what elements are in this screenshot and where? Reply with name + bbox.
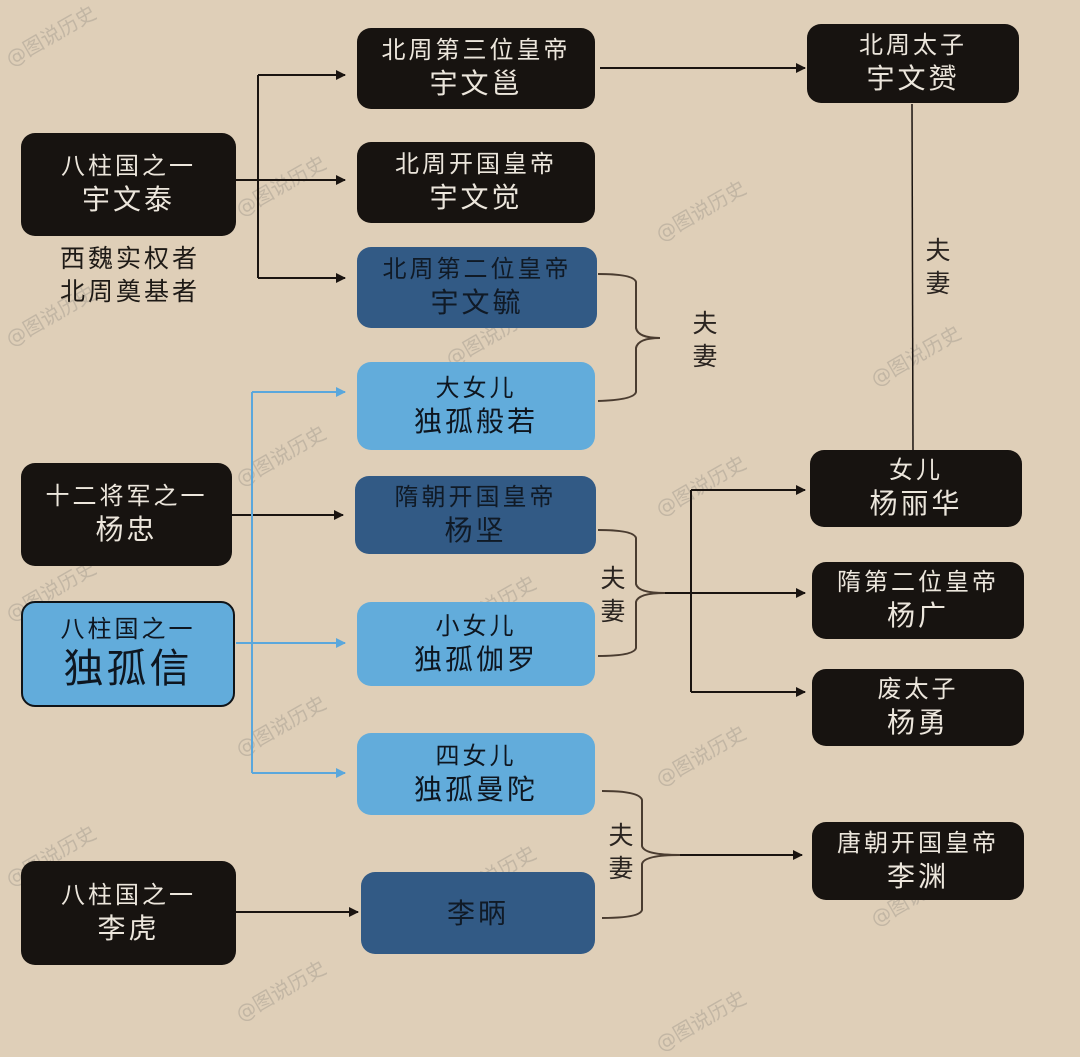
- dugu-xin-children-connector: [236, 387, 346, 778]
- node-title: 大女儿: [435, 373, 517, 402]
- node-yuwen-yong[interactable]: 北周第三位皇帝 宇文邕: [357, 28, 595, 109]
- node-yuwen-jue[interactable]: 北周开国皇帝 宇文觉: [357, 142, 595, 223]
- node-name: 杨勇: [886, 706, 949, 740]
- spouse-char: 妻: [692, 341, 718, 371]
- node-title: 八柱国之一: [61, 152, 196, 181]
- node-dugu-mantuo[interactable]: 四女儿 独孤曼陀: [357, 733, 595, 815]
- node-title: 北周第三位皇帝: [381, 36, 571, 65]
- node-title: 隋朝开国皇帝: [394, 482, 557, 511]
- node-name: 独孤伽罗: [413, 642, 538, 676]
- note-line: 北周奠基者: [59, 276, 200, 306]
- node-title: 八柱国之一: [60, 614, 196, 643]
- node-name: 独孤信: [63, 646, 193, 693]
- note-line: 西魏实权者: [59, 244, 200, 273]
- node-name: 独孤般若: [413, 404, 538, 438]
- node-yuwen-tai[interactable]: 八柱国之一 宇文泰: [21, 133, 236, 236]
- yuwen-yun-yang-lihua-spouse-line: [911, 103, 914, 451]
- node-dugu-banre[interactable]: 大女儿 独孤般若: [357, 362, 595, 450]
- node-title: 十二将军之一: [45, 482, 208, 511]
- spouse-char: 妻: [600, 596, 626, 626]
- node-name: 宇文泰: [81, 183, 175, 217]
- node-yang-jian[interactable]: 隋朝开国皇帝 杨坚: [355, 476, 596, 554]
- node-li-yuan[interactable]: 唐朝开国皇帝 李渊: [812, 822, 1024, 900]
- node-yang-yong[interactable]: 废太子 杨勇: [812, 669, 1024, 746]
- spouse-label-yang-jian: 夫 妻: [598, 563, 628, 628]
- node-name: 李昞: [446, 897, 509, 931]
- node-dugu-xin[interactable]: 八柱国之一 独孤信: [21, 601, 235, 707]
- node-yang-guang[interactable]: 隋第二位皇帝 杨广: [812, 562, 1024, 639]
- node-title: 北周开国皇帝: [395, 150, 557, 179]
- node-li-bing[interactable]: 李昞: [361, 872, 595, 954]
- spouse-label-li-bing: 夫 妻: [606, 820, 636, 885]
- node-dugu-qieluo[interactable]: 小女儿 独孤伽罗: [357, 602, 595, 686]
- spouse-char: 夫: [925, 236, 951, 265]
- node-yang-lihua[interactable]: 女儿 杨丽华: [810, 450, 1022, 527]
- node-title: 北周第二位皇帝: [382, 255, 572, 284]
- node-title: 八柱国之一: [61, 880, 196, 909]
- node-title: 四女儿: [435, 741, 517, 770]
- node-name: 宇文毓: [430, 286, 524, 320]
- node-name: 杨广: [886, 599, 949, 633]
- spouse-brace-yuwen-yu: [597, 273, 661, 402]
- node-name: 李渊: [886, 859, 949, 893]
- node-name: 李虎: [97, 911, 160, 945]
- node-title: 女儿: [889, 456, 943, 485]
- spouse-char: 夫: [600, 564, 626, 593]
- node-li-hu[interactable]: 八柱国之一 李虎: [21, 861, 236, 965]
- spouse-label-yuwen-yu: 夫 妻: [690, 308, 720, 373]
- node-name: 宇文邕: [429, 67, 523, 101]
- node-name: 宇文觉: [429, 181, 523, 215]
- spouse-label-yuwen-yun: 夫 妻: [923, 235, 953, 300]
- node-title: 唐朝开国皇帝: [837, 828, 999, 857]
- spouse-char: 夫: [692, 309, 718, 338]
- node-title: 隋第二位皇帝: [837, 568, 999, 597]
- node-yang-zhong[interactable]: 十二将军之一 杨忠: [21, 463, 232, 566]
- node-name: 独孤曼陀: [413, 772, 538, 806]
- node-name: 杨坚: [444, 513, 507, 547]
- spouse-char: 夫: [608, 821, 634, 850]
- node-yuwen-yun[interactable]: 北周太子 宇文赟: [807, 24, 1019, 103]
- node-name: 杨丽华: [869, 487, 963, 521]
- node-yuwen-yu[interactable]: 北周第二位皇帝 宇文毓: [357, 247, 597, 328]
- yuwen-tai-note: 西魏实权者 北周奠基者: [45, 243, 215, 308]
- node-name: 杨忠: [95, 513, 158, 547]
- node-title: 小女儿: [435, 611, 517, 640]
- spouse-char: 妻: [608, 853, 634, 883]
- node-title: 北周太子: [859, 31, 967, 60]
- node-name: 宇文赟: [866, 62, 960, 96]
- spouse-char: 妻: [925, 268, 951, 298]
- node-title: 废太子: [877, 675, 959, 704]
- yuwen-tai-children-connector: [236, 70, 346, 283]
- yang-jian-children-connector: [665, 485, 806, 697]
